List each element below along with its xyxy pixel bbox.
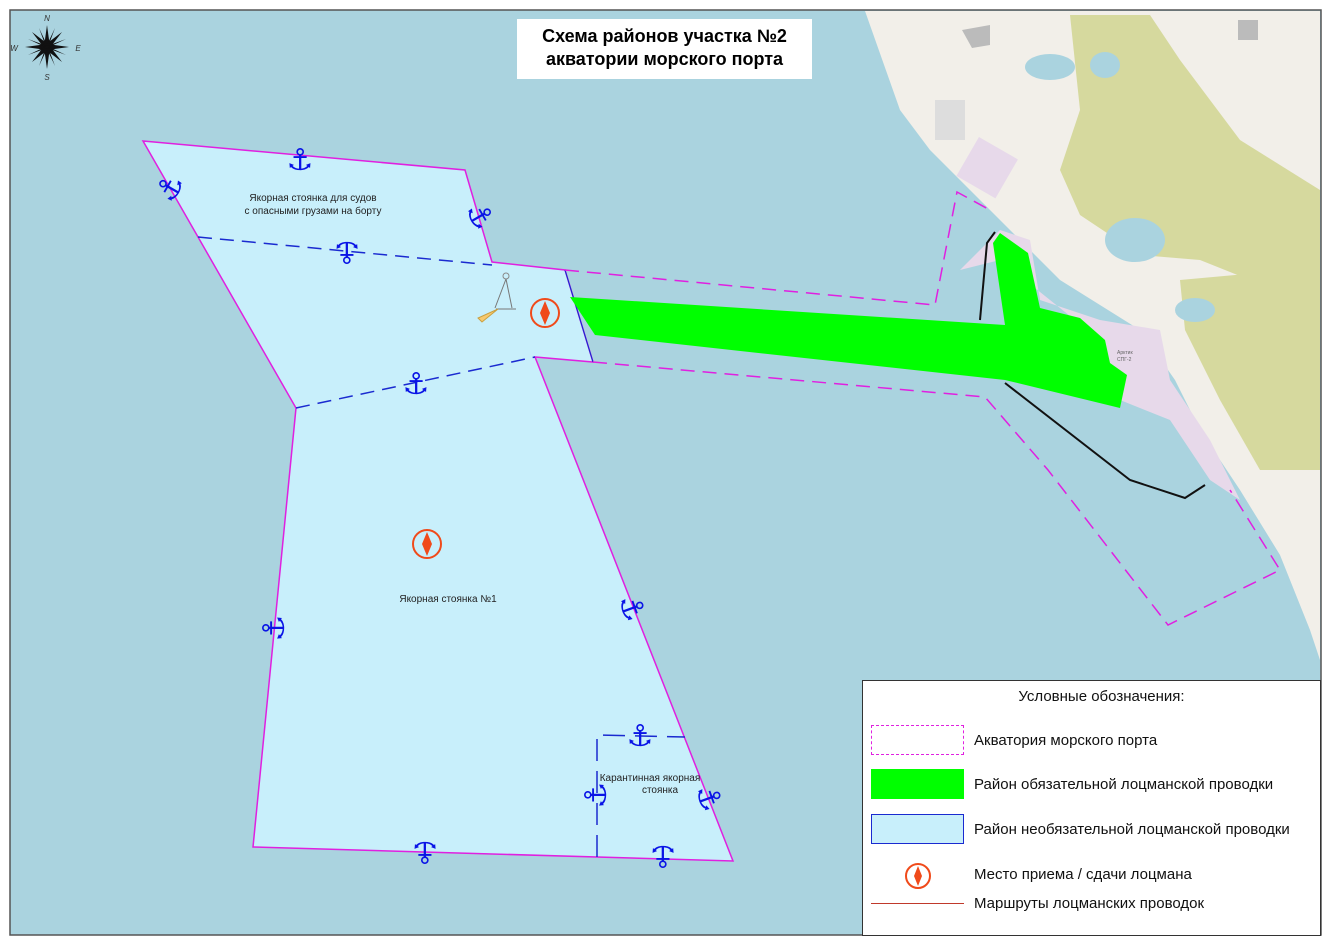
legend-item-mandatory-pilotage: Район обязательной лоцманской проводки: [863, 769, 1320, 803]
pilot-boarding-point-icon: [905, 863, 931, 889]
quarantine-anchorage-boundary: [596, 734, 686, 857]
optional-pilotage-zone[interactable]: [141, 140, 735, 862]
land-label-arktik: Арктик: [1117, 350, 1133, 356]
compass-e: E: [75, 44, 81, 53]
zone-boundary-line: [564, 269, 594, 363]
map-title: Схема районов участка №2 акватории морск…: [517, 19, 812, 79]
breakwater-south: [1004, 382, 1206, 500]
dangerous-anchorage-divider: [197, 236, 493, 266]
legend-label: Маршруты лоцманских проводок: [974, 895, 1205, 912]
map-title-line1: Схема районов участка №2: [542, 26, 787, 46]
compass-w: W: [10, 44, 19, 53]
legend-item-optional-pilotage: Район необязательной лоцманской проводки: [863, 814, 1320, 848]
anchor-icon: ⚓: [287, 143, 314, 178]
anchor-icon: ⚓: [412, 834, 439, 869]
legend-label: Место приема / сдачи лоцмана: [974, 866, 1192, 883]
legend-item-pilot-point: Место приема / сдачи лоцмана: [863, 859, 1320, 893]
label-quarantine-2: стоянка: [642, 785, 679, 796]
mandatory-pilotage-zone[interactable]: [570, 233, 1127, 408]
land-area: Арктик СПГ-2: [865, 11, 1320, 660]
anchor-icon: ⚓: [627, 719, 654, 754]
anchor-icon: ⚓: [334, 234, 361, 269]
legend: Условные обозначения: Акватория морского…: [862, 680, 1321, 936]
land-label-arktik-2: СПГ-2: [1117, 357, 1132, 363]
pilot-boarding-point-icon[interactable]: [412, 529, 442, 559]
port-boundary-south: [592, 361, 1282, 626]
legend-title: Условные обозначения:: [1018, 688, 1185, 705]
anchor-icon: ⚓: [257, 615, 292, 642]
legend-label: Акватория морского порта: [974, 732, 1158, 749]
lighthouse-buoy-icon: [477, 272, 516, 323]
legend-label: Район обязательной лоцманской проводки: [974, 776, 1274, 793]
compass-s: S: [44, 73, 50, 82]
legend-item-port-waters: Акватория морского порта: [863, 725, 1320, 759]
map-title-line2: акватории морского порта: [545, 49, 784, 69]
label-quarantine: Карантинная якорная: [600, 773, 701, 784]
port-waters-swatch: [871, 725, 964, 755]
anchor-icon: ⚓: [403, 367, 430, 402]
mandatory-pilotage-swatch: [871, 769, 964, 799]
label-dangerous-anchorage: Якорная стоянка для судов: [249, 193, 376, 204]
anchor-icon: ⚓: [579, 782, 614, 809]
anchor-icon: ⚓: [650, 838, 677, 873]
legend-item-pilot-routes: Маршруты лоцманских проводок: [863, 888, 1320, 922]
compass-rose-icon: N S W E: [10, 14, 81, 82]
port-boundary-north: [564, 190, 991, 306]
pilot-boarding-point-icon[interactable]: [530, 298, 560, 328]
legend-label: Район необязательной лоцманской проводки: [974, 821, 1290, 838]
label-anchorage-1: Якорная стоянка №1: [399, 594, 497, 605]
compass-n: N: [44, 14, 50, 23]
optional-pilotage-swatch: [871, 814, 964, 844]
label-dangerous-anchorage-2: с опасными грузами на борту: [245, 205, 382, 217]
pilot-route-swatch: [871, 903, 964, 904]
anchorage-divider: [295, 356, 536, 409]
breakwater-north: [979, 231, 996, 321]
